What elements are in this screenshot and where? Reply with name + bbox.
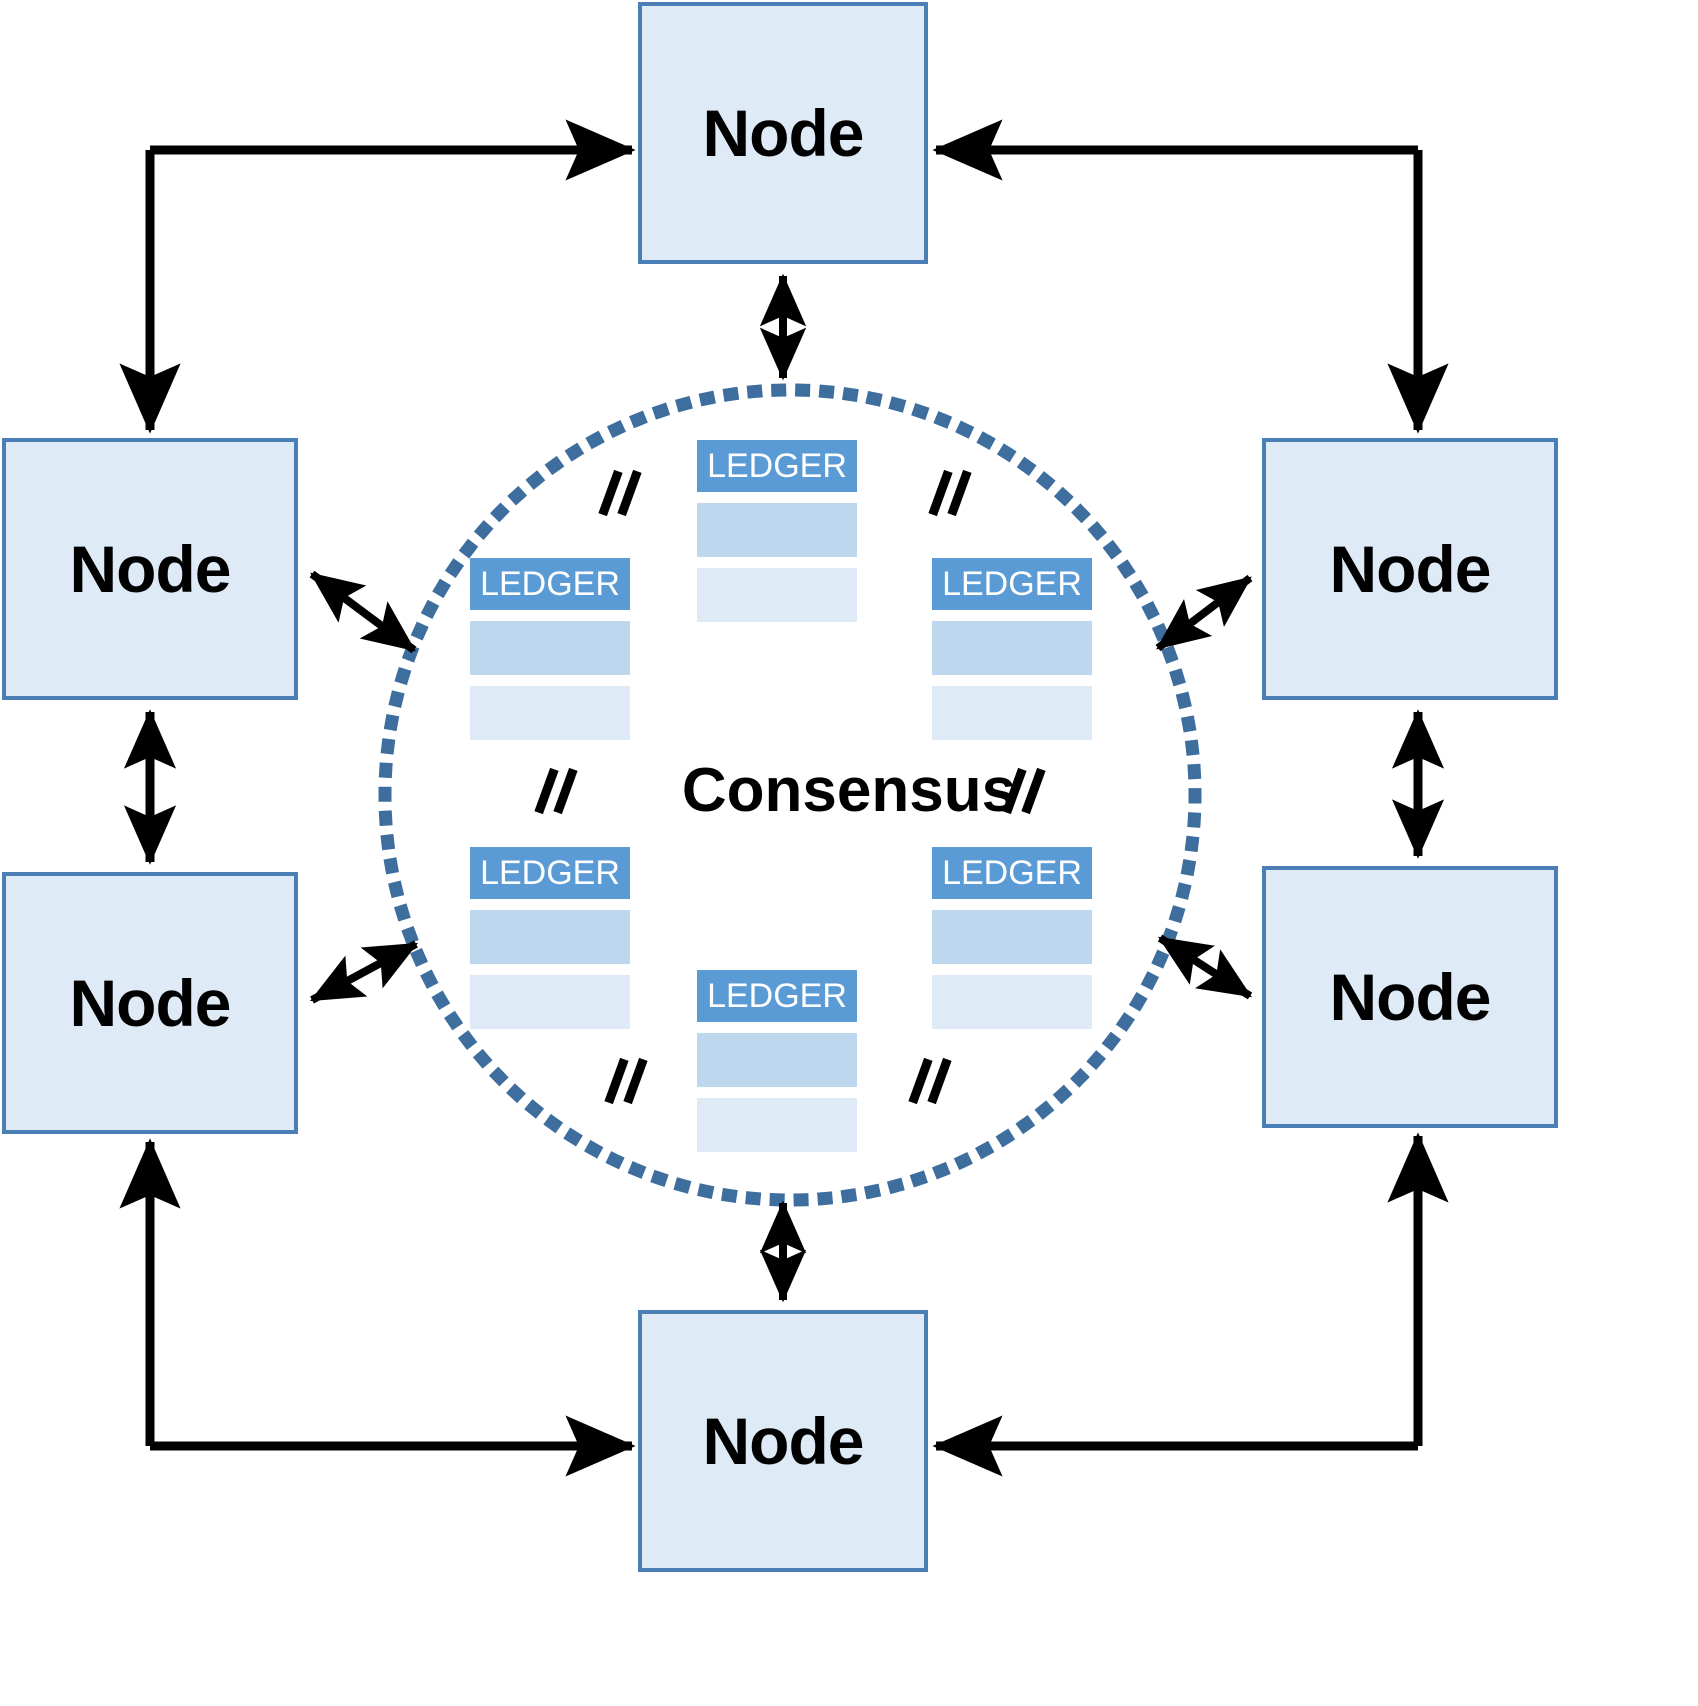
node-right-lower-label: Node [1329,960,1492,1034]
node-right-upper-label: Node [1329,532,1492,606]
node-right-upper[interactable]: Node [1262,438,1558,700]
ledger-left-lower-row-2 [470,975,630,1029]
arrow-node-right-lower-consensus [1157,934,1253,1000]
ledger-right-upper-row-2 [932,686,1092,740]
ledger-bottom[interactable]: LEDGER [697,970,857,1152]
ledger-right-upper-header: LEDGER [932,558,1092,610]
node-top-label: Node [702,96,865,170]
node-bottom-label: Node [702,1404,865,1478]
node-left-upper[interactable]: Node [2,438,298,700]
ledger-right-lower-header: LEDGER [932,847,1092,899]
arrow-left-lower-to-bottom [119,1138,636,1477]
node-left-lower[interactable]: Node [2,872,298,1134]
arrow-node-left-lower-consensus [309,940,419,1004]
node-top[interactable]: Node [638,2,928,264]
ledger-left-lower[interactable]: LEDGER [470,847,630,1029]
ledger-bottom-row-2 [697,1098,857,1152]
ledger-bottom-row-1 [697,1033,857,1087]
ledger-top[interactable]: LEDGER [697,440,857,622]
ledger-bottom-header: LEDGER [697,970,857,1022]
equals-icon-bottom-left [604,1057,650,1105]
node-right-lower[interactable]: Node [1262,866,1558,1128]
equals-icon-bottom-right [908,1057,954,1105]
ledger-right-upper[interactable]: LEDGER [932,558,1092,740]
ledger-top-header: LEDGER [697,440,857,492]
arrow-node-right-upper-consensus [1155,574,1253,652]
arrow-right-upper-to-top [932,119,1449,434]
ledger-left-upper-header: LEDGER [470,558,630,610]
ledger-right-lower-row-1 [932,910,1092,964]
ledger-right-lower[interactable]: LEDGER [932,847,1092,1029]
ledger-top-row-1 [697,503,857,557]
consensus-label: Consensus [681,756,1017,825]
ledger-left-upper-row-2 [470,686,630,740]
arrow-node-left-upper-consensus [309,570,417,654]
arrow-right-lower-to-bottom [932,1132,1449,1477]
equals-icon-top-right [928,469,974,517]
equals-icon-top-left [598,469,644,517]
node-left-upper-label: Node [69,532,232,606]
ledger-left-lower-header: LEDGER [470,847,630,899]
ledger-left-lower-row-1 [470,910,630,964]
ledger-left-upper-row-1 [470,621,630,675]
arrow-left-upper-to-top [119,119,636,434]
node-left-lower-label: Node [69,966,232,1040]
ledger-right-upper-row-1 [932,621,1092,675]
node-bottom[interactable]: Node [638,1310,928,1572]
ledger-top-row-2 [697,568,857,622]
ledger-right-lower-row-2 [932,975,1092,1029]
ledger-left-upper[interactable]: LEDGER [470,558,630,740]
